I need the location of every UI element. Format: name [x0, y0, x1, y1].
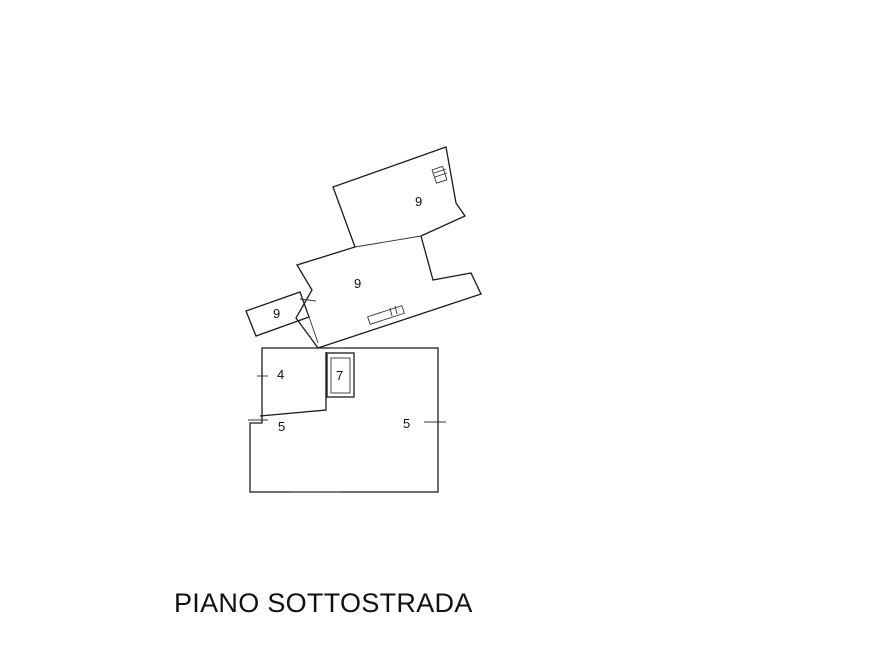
- plan-title: PIANO SOTTOSTRADA: [174, 588, 473, 618]
- upper-fixture: [367, 305, 405, 325]
- room-label-small-room: 4: [277, 367, 284, 382]
- lower-block-outline: [249, 347, 439, 493]
- upper-internal-wall: [354, 235, 422, 248]
- upper-wing-outline: [295, 146, 482, 349]
- stair-inner: [330, 357, 351, 394]
- room-label-lower-main: 5: [403, 416, 410, 431]
- room-label-upper-left: 9: [273, 306, 280, 321]
- upper-wing: [245, 146, 482, 349]
- room-label-stair-room: 7: [336, 368, 343, 383]
- room-label-upper-middle: 9: [354, 276, 361, 291]
- door-tick: [304, 304, 319, 344]
- room-label-lower-left: 5: [278, 419, 285, 434]
- room-4-partition: [259, 352, 327, 417]
- lower-block: [248, 347, 446, 493]
- upper-right-stair: [431, 165, 448, 184]
- door-tick: [299, 298, 317, 302]
- stair-room-outline: [326, 352, 355, 398]
- room-label-upper-right: 9: [415, 194, 422, 209]
